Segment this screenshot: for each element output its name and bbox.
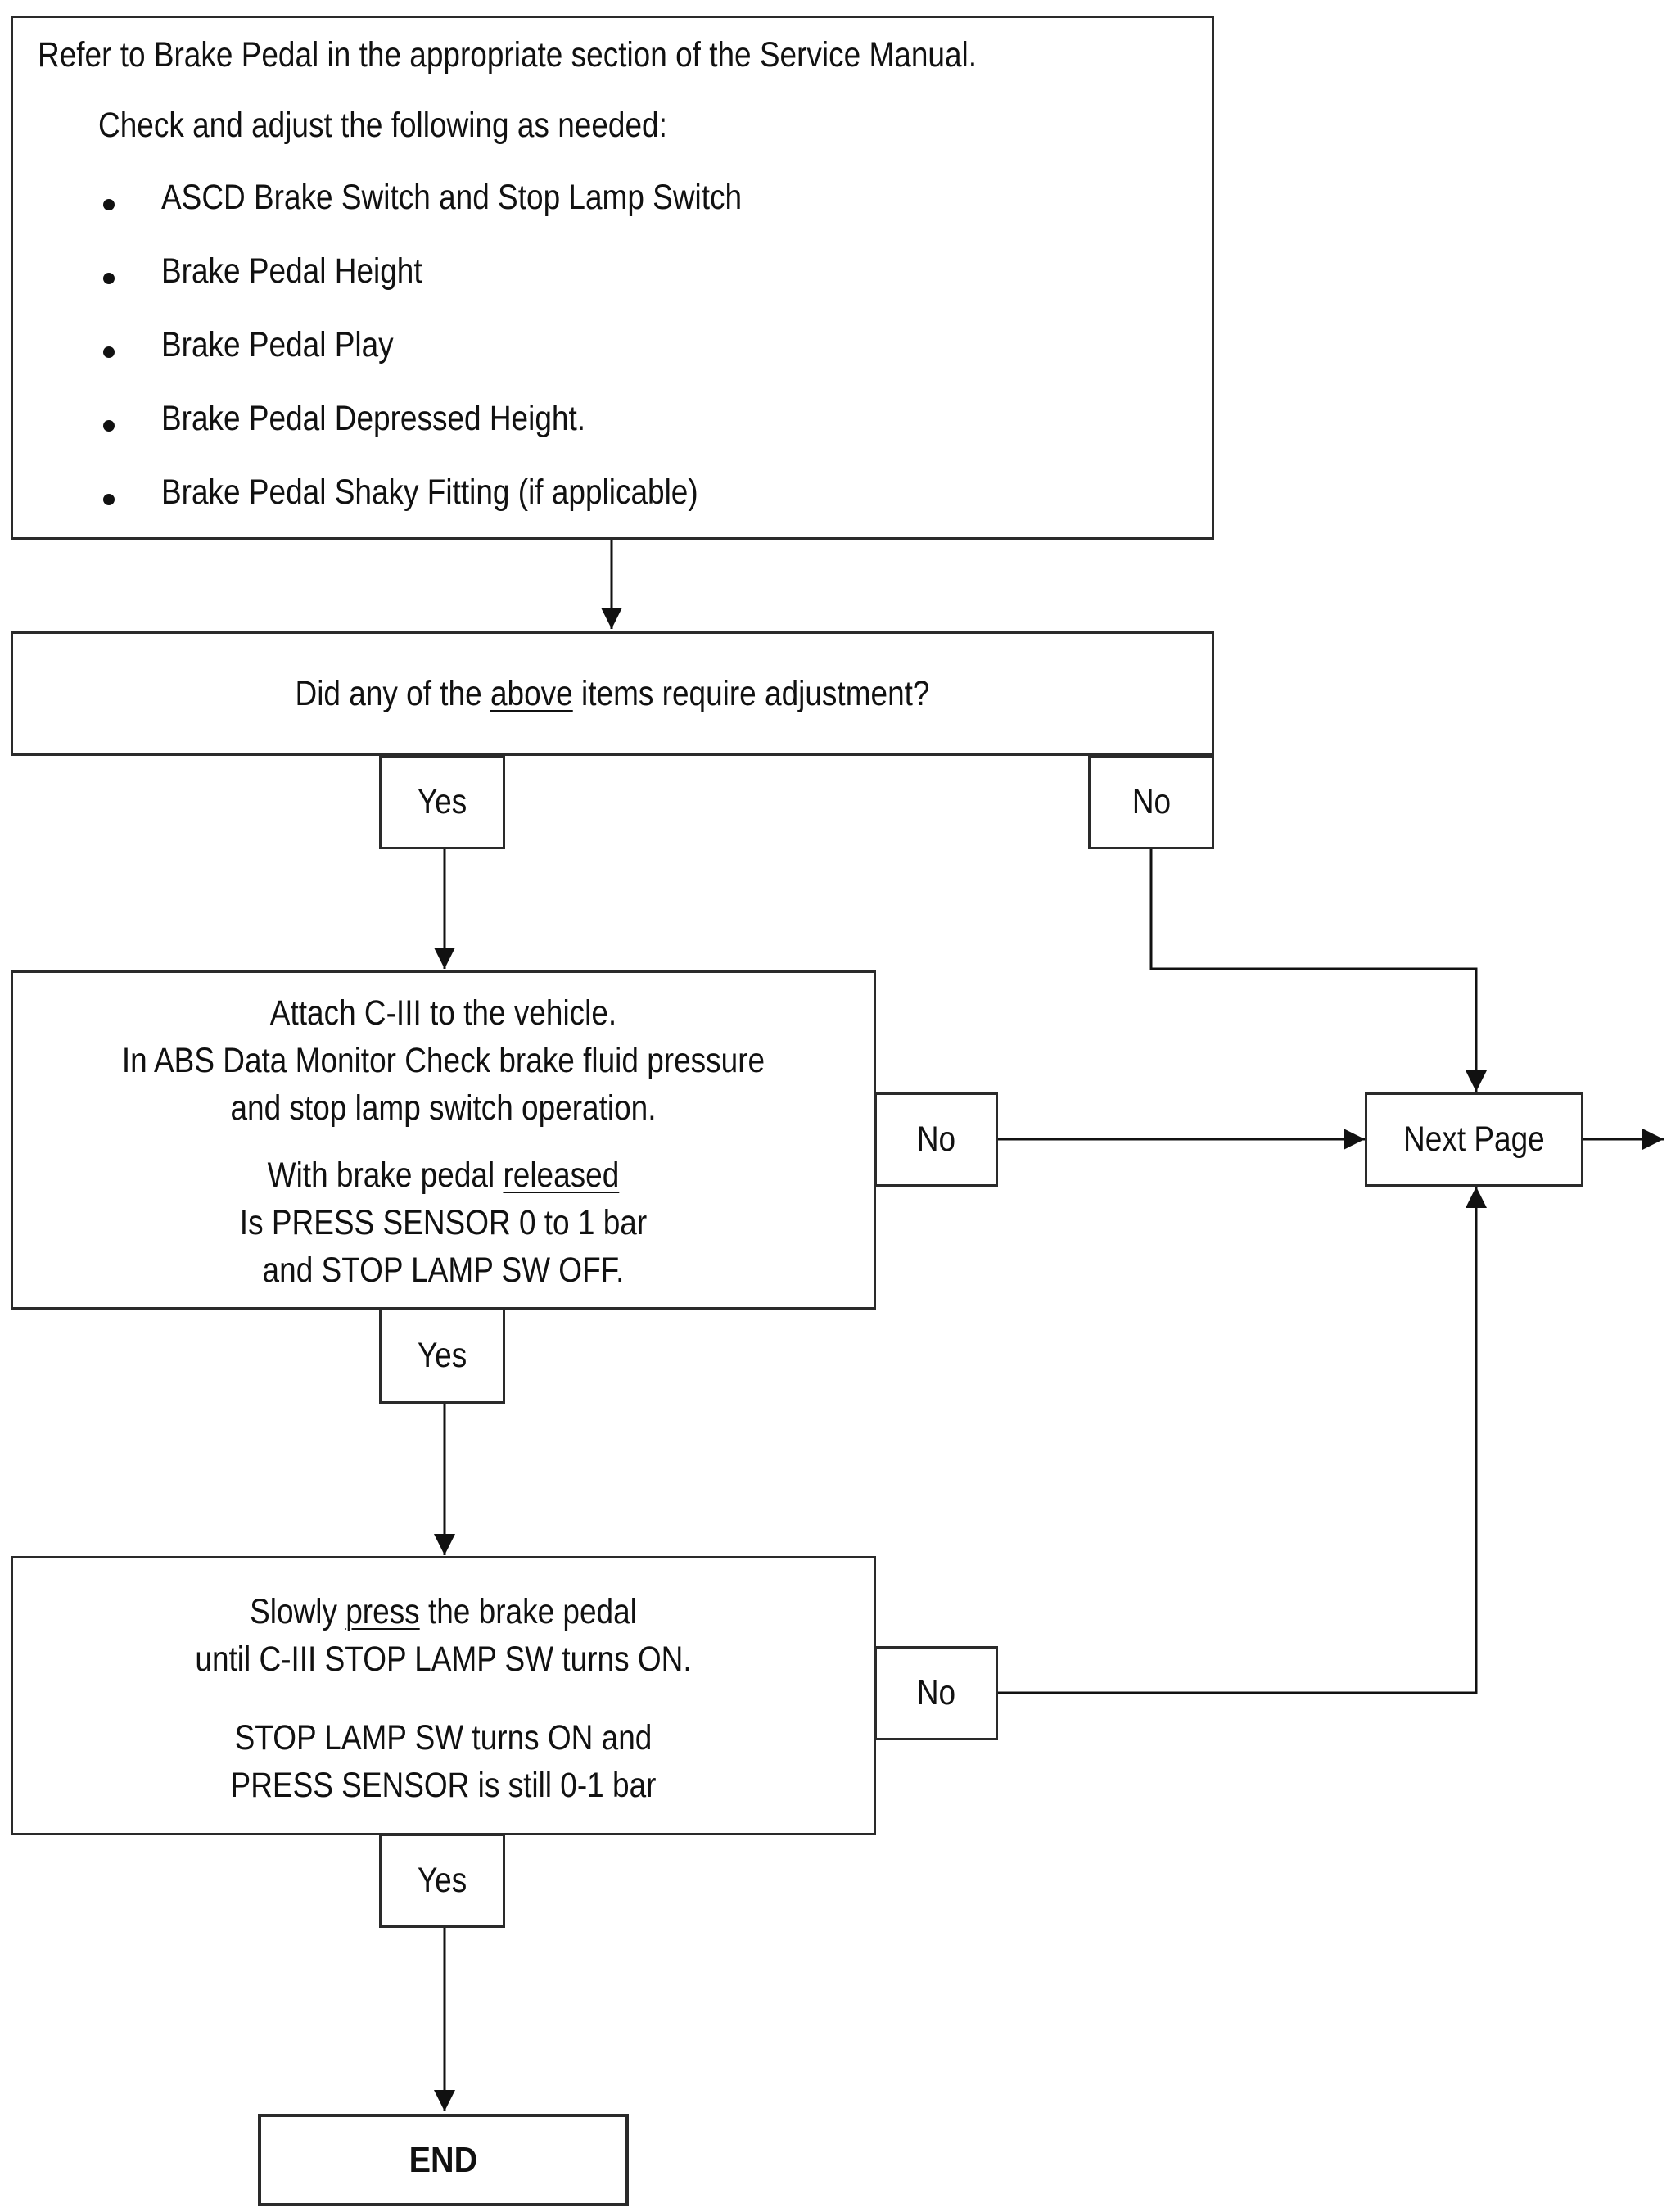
- yes-label: Yes: [379, 755, 505, 849]
- step-text: Slowly press the brake pedal: [250, 1592, 637, 1631]
- question-box: Did any of the above items require adjus…: [11, 631, 1214, 756]
- bullet-icon: [103, 420, 115, 432]
- instruction-subtitle: Check and adjust the following as needed…: [98, 106, 667, 145]
- step-text: With brake pedal released: [267, 1156, 620, 1195]
- bullet-icon: [103, 199, 115, 210]
- check-item: ASCD Brake Switch and Stop Lamp Switch: [161, 178, 743, 217]
- step-text: and stop lamp switch operation.: [230, 1088, 657, 1128]
- step-text: PRESS SENSOR is still 0-1 bar: [230, 1766, 657, 1805]
- no-label: No: [1088, 755, 1214, 849]
- check-item: Brake Pedal Depressed Height.: [161, 399, 586, 438]
- check-item: Brake Pedal Shaky Fitting (if applicable…: [161, 473, 698, 512]
- step-text: until C-III STOP LAMP SW turns ON.: [195, 1640, 692, 1679]
- question-text: Did any of the above items require adjus…: [295, 674, 930, 713]
- end-box: END: [258, 2114, 629, 2206]
- check-item: Brake Pedal Height: [161, 251, 422, 291]
- yes-label: Yes: [379, 1308, 505, 1404]
- instruction-box: Refer to Brake Pedal in the appropriate …: [11, 16, 1214, 540]
- step-text: STOP LAMP SW turns ON and: [234, 1718, 653, 1757]
- no-label: No: [874, 1092, 998, 1187]
- step-text: and STOP LAMP SW OFF.: [262, 1251, 625, 1290]
- yes-label: Yes: [379, 1834, 505, 1928]
- arrow-no3-to-nextpage: [996, 1187, 1487, 1694]
- bullet-icon: [103, 346, 115, 358]
- step-text: In ABS Data Monitor Check brake fluid pr…: [121, 1041, 765, 1080]
- bullet-icon: [103, 494, 115, 505]
- step-text: Is PRESS SENSOR 0 to 1 bar: [239, 1203, 648, 1242]
- bullet-icon: [103, 273, 115, 284]
- check-item: Brake Pedal Play: [161, 325, 394, 364]
- next-page-box: Next Page: [1365, 1092, 1583, 1187]
- arrow-no1-to-nextpage: [1149, 848, 1487, 1092]
- no-label: No: [874, 1646, 998, 1740]
- step-press-pedal-box: Slowly press the brake pedal until C-III…: [11, 1556, 876, 1835]
- step-text: Attach C-III to the vehicle.: [269, 993, 617, 1033]
- instruction-intro: Refer to Brake Pedal in the appropriate …: [38, 35, 978, 75]
- step-check-released-box: Attach C-III to the vehicle. In ABS Data…: [11, 970, 876, 1310]
